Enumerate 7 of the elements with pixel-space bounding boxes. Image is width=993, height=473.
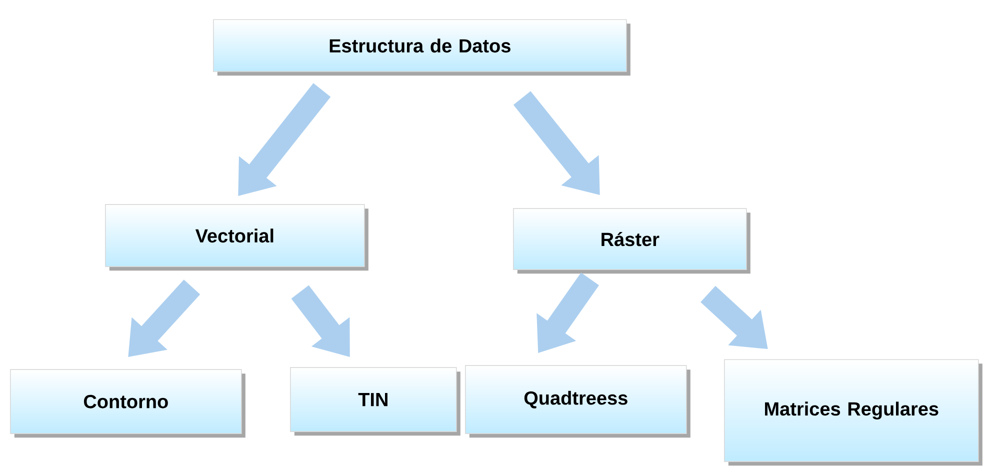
- process-box: Estructura de Datos: [213, 19, 630, 76]
- process-box: Vectorial: [105, 204, 368, 271]
- process-box: Ráster: [513, 208, 750, 274]
- process-box: TIN: [290, 367, 460, 436]
- process-box: Contorno: [10, 369, 246, 438]
- process-box: Quadtreess: [465, 365, 690, 438]
- process-box: Matrices Regulares: [724, 359, 982, 466]
